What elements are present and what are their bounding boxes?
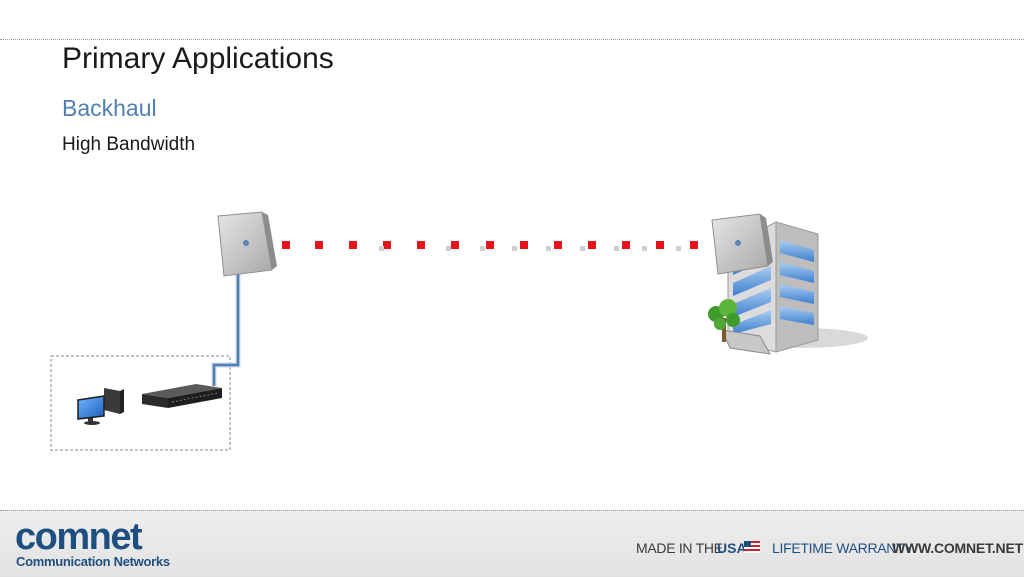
- slide-description: High Bandwidth: [62, 134, 196, 155]
- made-in-text: MADE IN THE: [636, 540, 723, 556]
- us-flag-icon: [744, 541, 760, 553]
- top-divider: [0, 39, 1024, 40]
- computer-icon: [77, 388, 124, 425]
- local-network-box: [50, 355, 231, 451]
- wireless-link: [282, 241, 698, 251]
- ethernet-cable: [211, 272, 241, 386]
- brand-tagline: Communication Networks: [16, 554, 170, 569]
- network-switch-icon: [142, 384, 222, 408]
- radio-antenna-icon: [217, 211, 277, 277]
- slide-subtitle: Backhaul: [62, 95, 157, 121]
- made-in-country: USA: [717, 540, 747, 556]
- brand-logo: comnet: [15, 516, 143, 558]
- lifetime-warranty-text: LIFETIME WARRANTY: [772, 540, 914, 556]
- slide-title: Primary Applications: [62, 42, 334, 75]
- backhaul-diagram: [50, 211, 868, 451]
- footer-bar: comnet Communication Networks MADE IN TH…: [0, 510, 1024, 577]
- office-building-icon: [721, 221, 868, 355]
- radio-antenna-icon: [711, 213, 773, 275]
- tree-icon: [708, 299, 740, 342]
- website-link[interactable]: WWW.COMNET.NET: [892, 540, 1023, 556]
